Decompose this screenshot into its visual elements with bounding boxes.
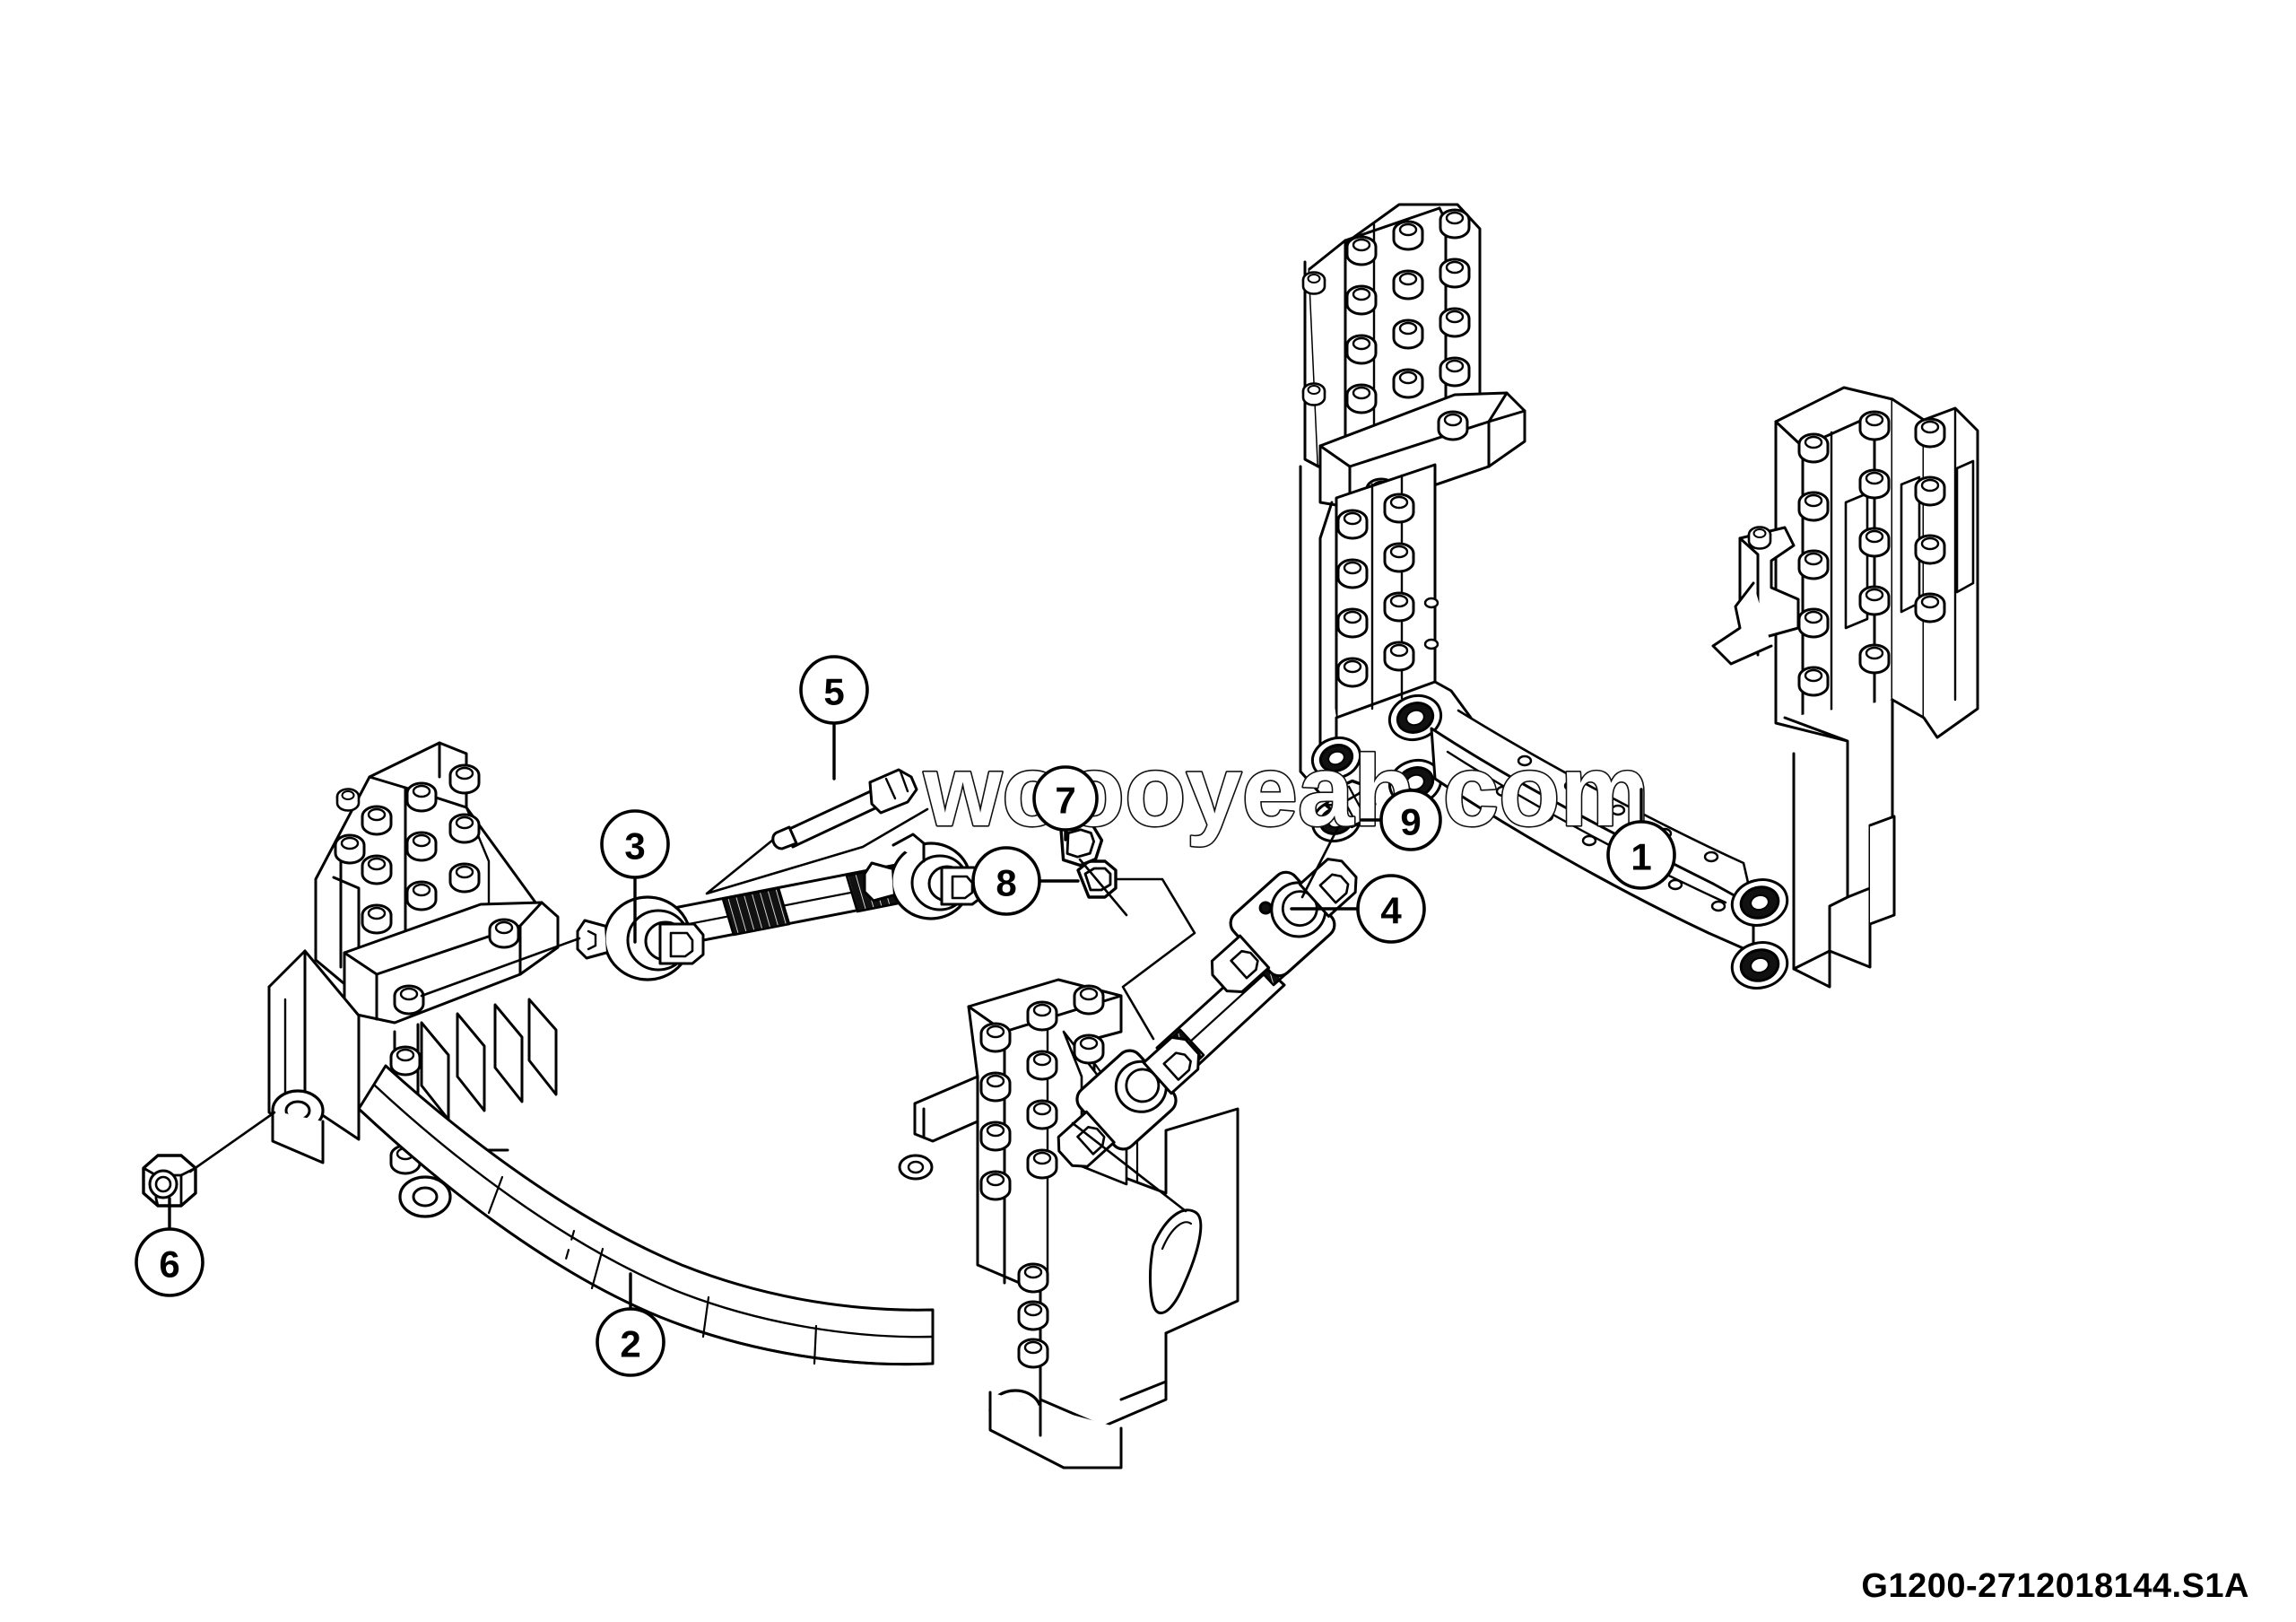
callout-balloons: 1 2 3 4: [135, 655, 1676, 1377]
part-number-label: G1200-2712018144.S1A: [1861, 1567, 2249, 1605]
callout-3-label: 3: [624, 825, 645, 868]
through-bolt: [771, 768, 918, 850]
callout-8[interactable]: 8: [971, 846, 1080, 916]
callout-8-label: 8: [996, 862, 1016, 904]
watermark-text: woooyeah.com: [923, 735, 1649, 847]
callout-3[interactable]: 3: [600, 809, 670, 944]
rear-frame-crossmember-assembly: [1299, 203, 1979, 990]
callout-5-label: 5: [823, 671, 844, 713]
callout-2[interactable]: 2: [596, 1272, 665, 1377]
callout-7-label: 7: [1055, 780, 1075, 822]
callout-4-label: 4: [1380, 890, 1402, 932]
callout-1[interactable]: 1: [1606, 788, 1676, 890]
front-frame-crossmember-assembly: [267, 741, 1239, 1469]
callout-2-label: 2: [620, 1323, 640, 1365]
callout-5[interactable]: 5: [799, 655, 869, 780]
watermark: woooyeah.com: [921, 733, 1650, 848]
callout-1-label: 1: [1631, 836, 1651, 878]
explosion-leader-lines: [188, 807, 1340, 1213]
callout-6-label: 6: [159, 1243, 179, 1286]
flange-lock-nut: [142, 1154, 197, 1208]
callout-7[interactable]: 7: [1032, 765, 1099, 842]
callout-9-label: 9: [1400, 801, 1421, 843]
callout-4[interactable]: 4: [1290, 874, 1426, 944]
callout-9[interactable]: 9: [1360, 789, 1442, 851]
long-torque-rod: [576, 833, 985, 981]
upper-mount-bolt: [1324, 779, 1377, 829]
callout-6[interactable]: 6: [135, 1197, 204, 1297]
